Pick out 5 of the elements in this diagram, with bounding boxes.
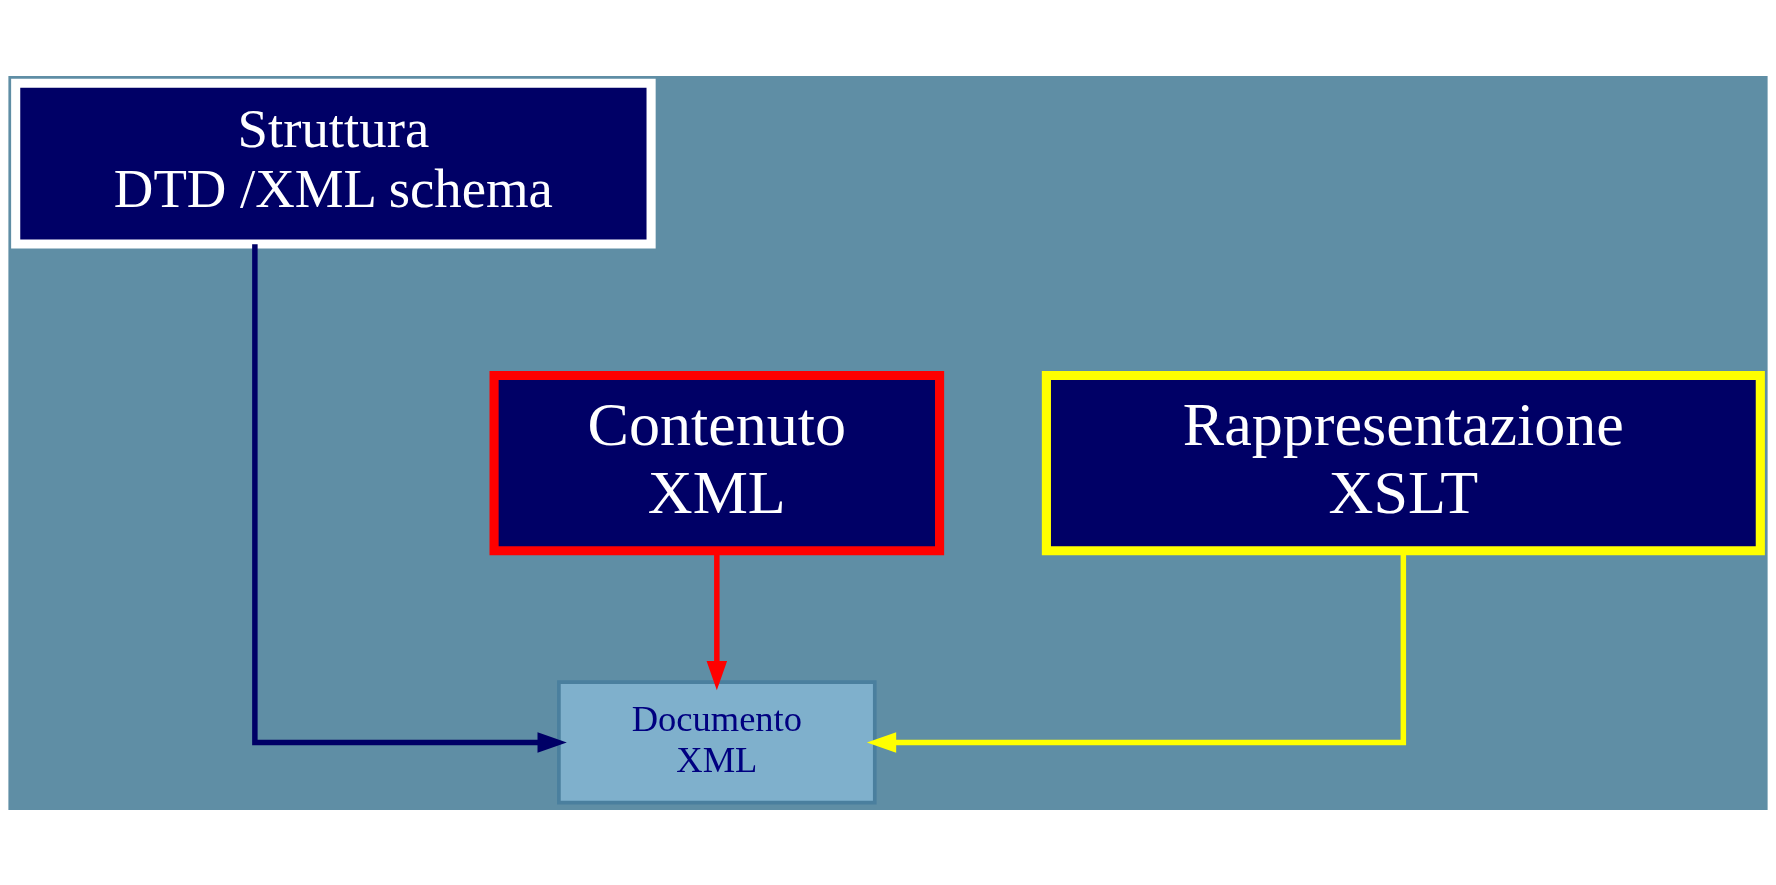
node-box: Rappresentazione XSLT: [1041, 370, 1765, 555]
node-box: Struttura DTD /XML schema: [11, 78, 656, 249]
node-box: Documento XML: [557, 679, 877, 805]
node-box: Contenuto XML: [489, 370, 945, 555]
arrow: [252, 243, 567, 753]
